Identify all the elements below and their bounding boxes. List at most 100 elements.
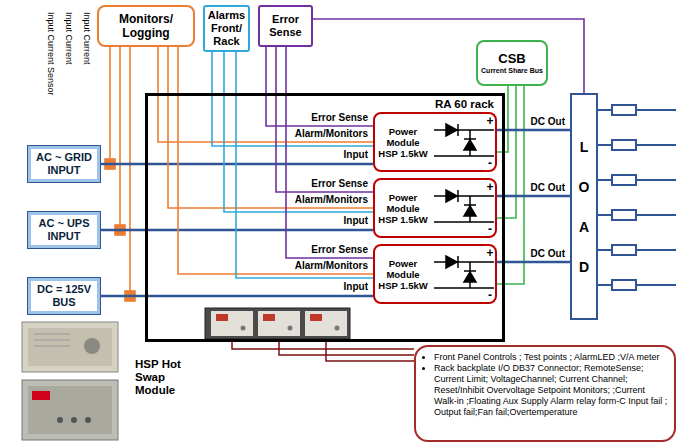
bus-box: CSBCurrent Share Bus [476,40,548,86]
feature-item: Front Panel Controls ; Test points ; Ala… [434,352,668,363]
monitor-box: Monitors/ Logging [97,5,195,47]
sensor-label: Input Current Sensor [46,12,56,96]
rack-photo [258,311,300,336]
input-source-box: AC ~ GRID INPUT [28,146,100,182]
sensor-label: Input Current [64,12,74,65]
rectifier-symbol [446,256,457,268]
load-output [612,280,636,290]
rack-photo [211,311,253,336]
power-module: Power Module HSP 1.5kW [373,178,497,238]
rectifier-symbol [457,256,459,268]
port-label: Error Sense [311,112,368,123]
load-bus: LOAD [570,93,598,320]
port-label: Input [344,149,368,160]
rectifier-symbol [446,124,457,136]
rectifier-symbol [464,206,476,216]
rectifier-symbol [464,270,476,272]
feature-item: Rack backplate I/O DB37 Connector; Remot… [434,363,668,418]
module-photo [84,338,100,354]
node-label: DC = 125V BUS [33,283,95,309]
node-label: Power Module HSP 1.5kW [377,258,429,291]
sensor-label: Input Current [82,12,92,65]
signal-wire [497,86,516,218]
port-label: Input [344,215,368,226]
node-label: Alarms Front/ Rack [206,9,247,48]
terminal-sign: + [486,181,493,193]
load-output [612,245,636,255]
input-source-box: AC ~ UPS INPUT [28,212,100,248]
port-label: Alarm/Monitors [295,260,368,271]
rack-photo [335,326,340,331]
rectifier-symbol [434,129,494,131]
module-photo [22,322,118,372]
module-photo [34,340,70,341]
rack-photo [263,314,275,321]
terminal-sign: + [486,115,493,127]
rack-photo [205,308,350,339]
module-photo [22,380,118,440]
module-photo [57,417,63,423]
rectifier-symbol [434,195,494,197]
load-output [612,105,636,115]
power-module: Power Module HSP 1.5kW [373,244,497,304]
rack-photo [310,314,322,321]
rack-photo [205,308,350,339]
wire-label: DC Out [530,116,566,127]
rectifier-symbol [446,190,457,202]
rack-photo [241,326,246,331]
current-sensor [109,45,111,164]
current-sensor [105,45,135,301]
current-sensor [119,45,121,230]
rectifier-symbol [457,190,459,202]
signal-wire [224,52,373,212]
module-photo [22,322,118,440]
module-photo [32,391,50,400]
rectifier-symbol [457,124,459,136]
load-output [598,105,676,290]
signal-wire [497,86,524,284]
rectifier-symbol [434,124,494,156]
port-label: Alarm/Monitors [295,128,368,139]
wire-label: DC Out [530,182,566,193]
signal-wire [286,47,373,258]
rectifier-symbol [434,155,494,157]
rack-photo [288,326,293,331]
node-label: LOAD [577,127,591,287]
power-module: Power Module HSP 1.5kW [373,112,497,172]
rectifier-symbol [464,140,476,150]
signal-wire [236,52,373,278]
terminal-sign: - [488,289,492,301]
node-label: Error Sense [261,13,310,39]
feature-list: Front Panel Controls ; Test points ; Ala… [420,352,668,418]
signal-wire [100,295,373,298]
module-photo [28,328,112,366]
load-output [612,140,636,150]
rack-photo [305,311,347,336]
wire-label: DC Out [530,248,566,259]
leader-line [326,339,414,361]
rectifier-symbol [434,256,494,288]
module-photo [71,417,77,423]
rectifier-symbol [434,287,494,289]
node-label: Power Module HSP 1.5kW [377,126,429,159]
terminal-sign: + [486,247,493,259]
module-photo [85,417,91,423]
current-sensor [129,45,131,296]
rectifier-symbol [464,138,476,140]
module-caption: HSP Hot Swap Module [135,358,201,397]
load-output [612,210,636,220]
node-label: Monitors/ Logging [100,12,192,40]
input-source-box: DC = 125V BUS [28,278,100,314]
module-photo [34,334,70,335]
signal-wire [276,47,373,192]
rectifier-symbol [464,204,476,206]
rectifier-symbol [434,261,494,263]
port-label: Error Sense [311,178,368,189]
rectifier-symbol [464,272,476,282]
module-photo [28,386,112,434]
signal-wire [497,261,570,264]
sense-box: Error Sense [258,5,313,47]
signal-wire [497,129,570,132]
signal-wire [497,195,570,198]
rectifier-symbol [434,221,494,223]
